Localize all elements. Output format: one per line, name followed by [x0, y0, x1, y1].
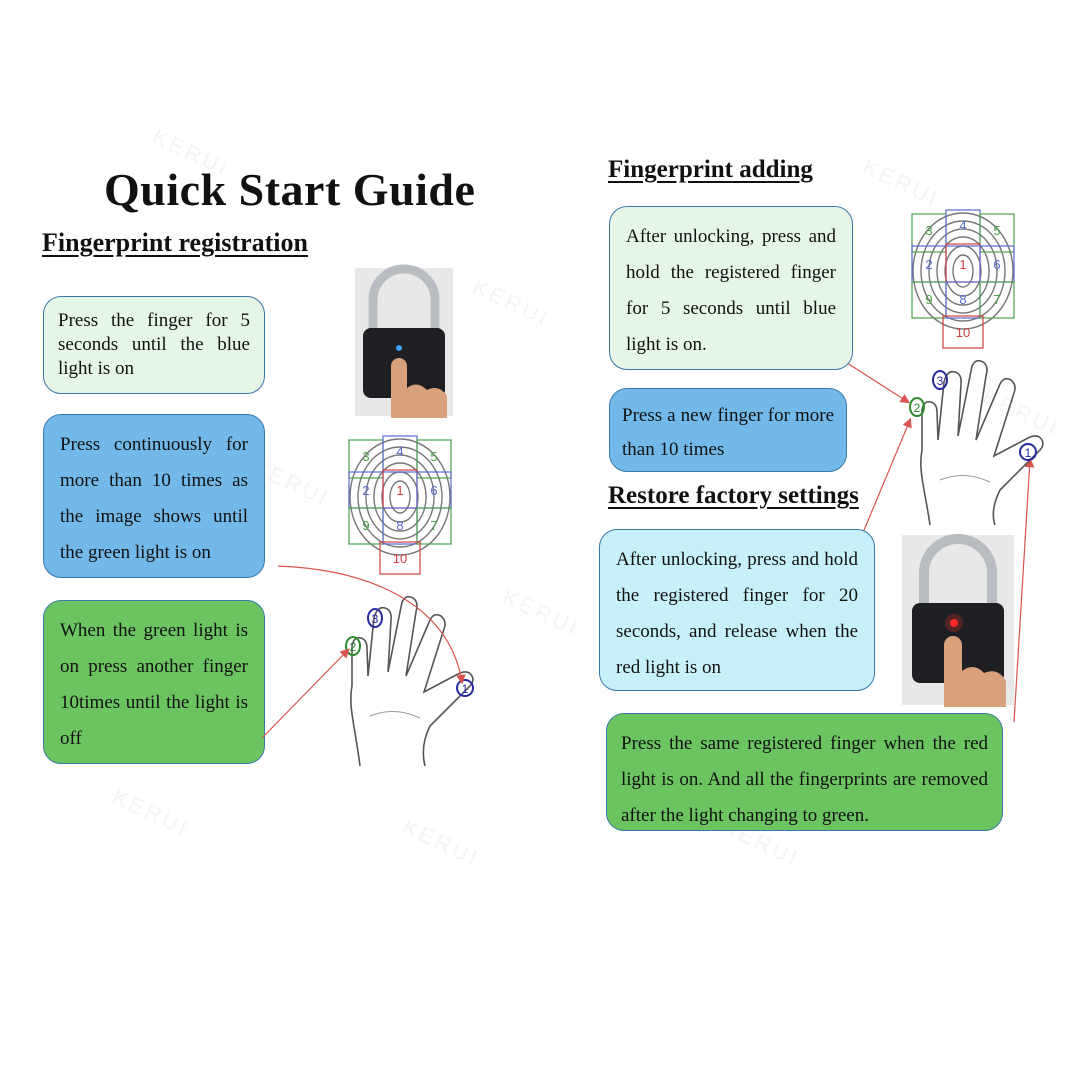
padlock-blue-light-image — [355, 264, 453, 418]
grid-label: 4 — [396, 444, 403, 459]
grid-label: 2 — [925, 257, 932, 272]
registration-step-3: When the green light is on press another… — [43, 600, 265, 764]
restore-heading: Restore factory settings — [608, 482, 859, 509]
grid-label: 8 — [959, 292, 966, 307]
grid-label: 3 — [925, 223, 932, 238]
finger-marker: 1 — [1025, 446, 1032, 460]
finger-marker: 3 — [372, 612, 379, 626]
grid-label: 9 — [362, 518, 369, 533]
grid-label: 1 — [959, 257, 966, 272]
registration-heading: Fingerprint registration — [42, 228, 308, 257]
restore-step-1: After unlocking, press and hold the regi… — [599, 529, 875, 691]
finger-marker: 2 — [914, 401, 921, 415]
registration-step-2: Press continuously for more than 10 time… — [43, 414, 265, 578]
grid-label: 2 — [362, 483, 369, 498]
restore-step-2: Press the same registered finger when th… — [606, 713, 1003, 831]
adding-step-2: Press a new finger for more than 10 time… — [609, 388, 847, 472]
grid-label: 3 — [362, 449, 369, 464]
grid-label: 9 — [925, 292, 932, 307]
registration-step-1: Press the finger for 5 seconds until the… — [43, 296, 265, 394]
grid-label: 7 — [993, 292, 1000, 307]
grid-label: 10 — [956, 325, 970, 340]
adding-heading: Fingerprint adding — [608, 156, 813, 183]
grid-label: 5 — [430, 449, 437, 464]
padlock-red-light-image — [902, 534, 1014, 707]
fingerprint-grid-image: 1 2 3 4 5 6 7 8 9 10 — [343, 432, 457, 578]
grid-label: 6 — [993, 257, 1000, 272]
grid-label: 5 — [993, 223, 1000, 238]
grid-label: 7 — [430, 518, 437, 533]
hand-diagram: 2 3 1 — [900, 359, 1060, 530]
finger-marker: 3 — [937, 374, 944, 388]
page-title: Quick Start Guide — [104, 164, 476, 215]
fingerprint-grid-image: 1 2 3 4 5 6 7 8 9 10 — [906, 206, 1020, 352]
finger-marker: 2 — [350, 640, 357, 654]
hand-diagram: 2 3 1 — [330, 595, 480, 767]
grid-label: 4 — [959, 218, 966, 233]
grid-label: 6 — [430, 483, 437, 498]
grid-label: 10 — [393, 551, 407, 566]
grid-label: 1 — [396, 483, 403, 498]
finger-marker: 1 — [462, 682, 469, 696]
grid-label: 8 — [396, 518, 403, 533]
adding-step-1: After unlocking, press and hold the regi… — [609, 206, 853, 370]
